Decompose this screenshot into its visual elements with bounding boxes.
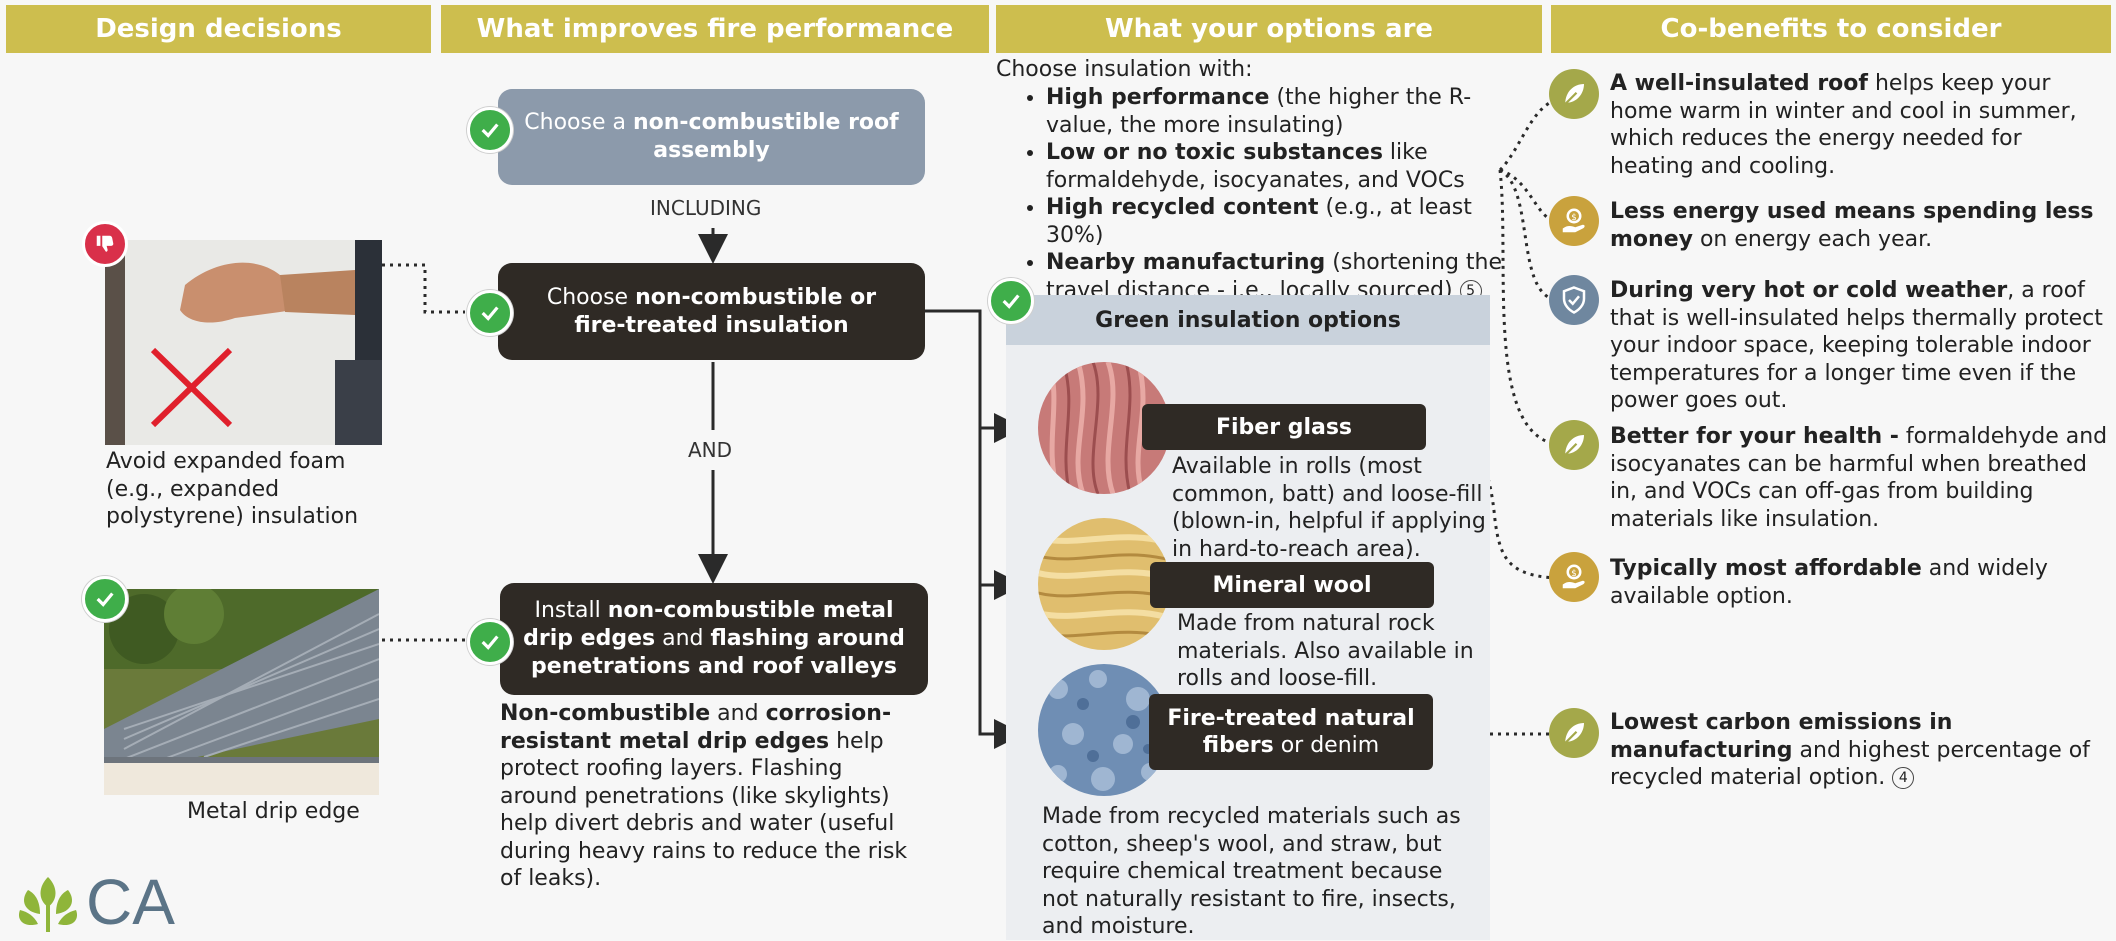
natural-fibers-photo — [1038, 664, 1170, 796]
bullet-performance: High performance (the higher the R-value… — [1046, 84, 1516, 139]
money-hand-icon: $ — [1549, 552, 1599, 602]
mineral-wool-description: Made from natural rock materials. Also a… — [1177, 611, 1474, 691]
drip-edge-description: Non-combustible and corrosion-resistant … — [500, 701, 908, 891]
check-icon — [82, 576, 128, 622]
foam-caption: Avoid expanded foam (e.g., expanded poly… — [106, 449, 359, 529]
box-insulation: Choose non-combustible or fire-treated i… — [498, 263, 925, 360]
shield-icon — [1549, 275, 1599, 325]
check-icon — [467, 619, 513, 665]
money-hand-icon: $ — [1549, 196, 1599, 246]
benefit-less-energy: Less energy used means spending less mon… — [1610, 199, 2094, 252]
green-options-title: Green insulation options — [1006, 295, 1490, 345]
options-bullets: High performance (the higher the R-value… — [996, 84, 1516, 304]
header-options: What your options are — [996, 5, 1542, 53]
benefit-low-carbon: Lowest carbon emissions in manufacturing… — [1610, 710, 2090, 790]
natural-fibers-description: Made from recycled materials such as cot… — [1042, 804, 1461, 939]
bullet-recycled: High recycled content (e.g., at least 30… — [1046, 194, 1516, 249]
benefit-hot-cold-weather: During very hot or cold weather, a roof … — [1610, 278, 2103, 413]
leaf-icon — [1549, 420, 1599, 470]
ca-oak-leaf-logo — [12, 872, 84, 934]
header-fire-performance: What improves fire performance — [441, 5, 989, 53]
box-drip-edges: Install non-combustible metal drip edges… — [500, 583, 928, 695]
including-label: INCLUDING — [650, 196, 762, 220]
benefit-health: Better for your health - formaldehyde an… — [1610, 424, 2108, 532]
header-design-decisions: Design decisions — [6, 5, 431, 53]
header-co-benefits: Co-benefits to consider — [1551, 5, 2111, 53]
and-label: AND — [688, 438, 733, 462]
bullet-toxic: Low or no toxic substances like formalde… — [1046, 139, 1516, 194]
svg-text:$: $ — [1571, 569, 1577, 579]
reference-4: 4 — [1892, 767, 1915, 789]
fiberglass-photo — [1038, 362, 1170, 494]
natural-fibers-label: Fire-treated natural fibers or denim — [1149, 694, 1433, 770]
leaf-icon — [1549, 69, 1599, 119]
mineral-wool-label: Mineral wool — [1150, 562, 1434, 608]
check-icon — [988, 278, 1034, 324]
thumbs-down-icon — [82, 221, 128, 267]
expanded-foam-photo — [105, 240, 382, 445]
fiberglass-description: Available in rolls (most common, batt) a… — [1172, 454, 1486, 562]
check-icon — [467, 290, 513, 336]
check-icon — [467, 107, 513, 153]
metal-drip-edge-photo — [104, 589, 379, 795]
benefit-well-insulated: A well-insulated roof helps keep your ho… — [1610, 71, 2077, 179]
svg-text:$: $ — [1571, 213, 1577, 223]
benefit-affordable: Typically most affordable and widely ava… — [1610, 556, 2048, 609]
box-non-combustible-roof: Choose a non-combustible roof assembly — [498, 89, 925, 185]
options-intro: Choose insulation with: — [996, 57, 1253, 82]
drip-edge-caption: Metal drip edge — [187, 799, 360, 824]
ca-logo-text: CA — [86, 866, 175, 938]
leaf-icon — [1549, 708, 1599, 758]
fiberglass-label: Fiber glass — [1142, 404, 1426, 450]
